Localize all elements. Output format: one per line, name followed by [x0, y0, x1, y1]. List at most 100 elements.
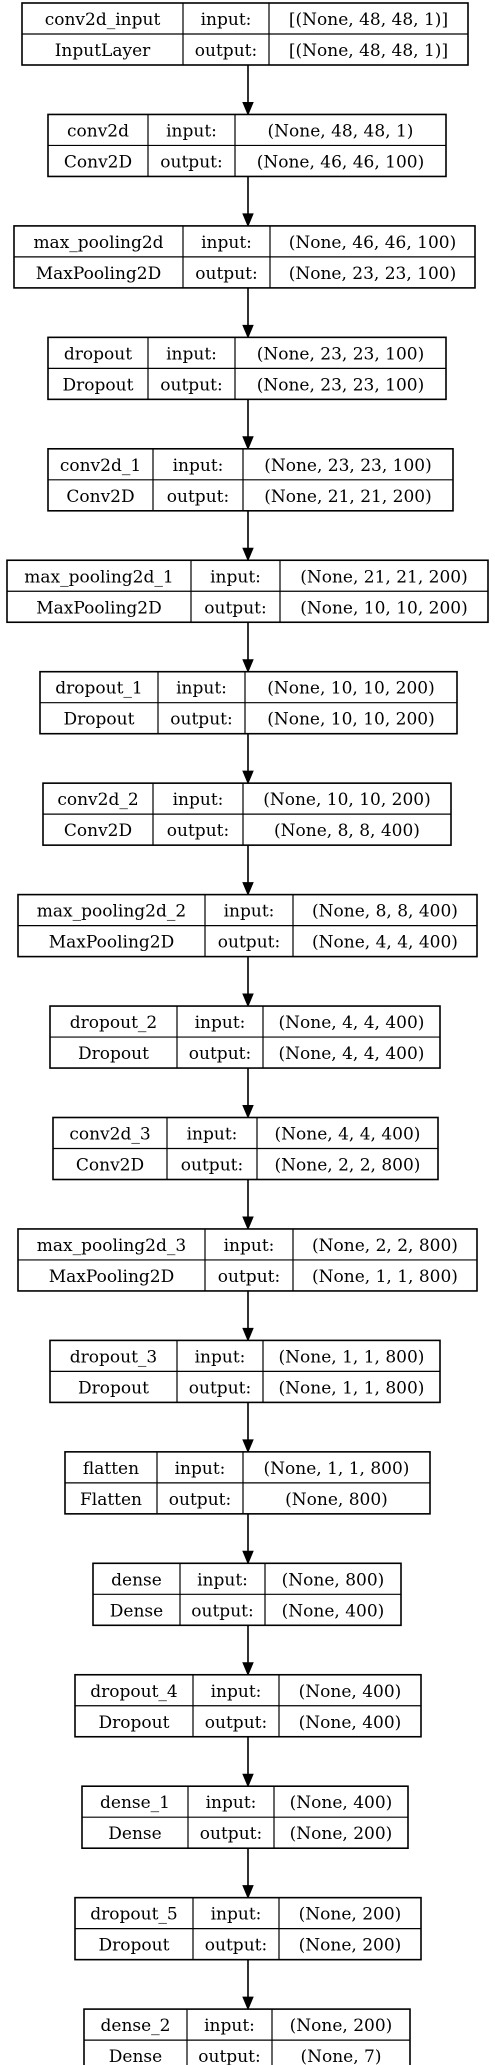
output-label: output:: [169, 1490, 231, 1510]
layer-type: Dropout: [63, 375, 134, 395]
layer-name: dropout_4: [90, 1682, 177, 1702]
input-label: input:: [201, 10, 252, 30]
input-shape: (None, 1, 1, 800): [264, 1459, 410, 1479]
edge-arrow: [242, 287, 254, 339]
layer-type: Dense: [109, 2047, 162, 2065]
output-shape: (None, 23, 23, 100): [257, 375, 425, 395]
layer-type: Dropout: [78, 1378, 149, 1398]
layer-name: dropout: [64, 344, 132, 364]
layer-type: InputLayer: [55, 41, 151, 61]
input-label: input:: [175, 1459, 226, 1479]
output-label: output:: [181, 1156, 243, 1176]
layer-type: MaxPooling2D: [49, 933, 175, 953]
output-shape: (None, 1, 1, 800): [312, 1267, 458, 1287]
layer-name: conv2d_3: [69, 1125, 150, 1145]
input-label: input:: [224, 902, 275, 922]
output-shape: (None, 2, 2, 800): [275, 1156, 421, 1176]
input-shape: (None, 4, 4, 400): [279, 1013, 425, 1033]
layer-type: MaxPooling2D: [36, 598, 162, 618]
output-shape: (None, 8, 8, 400): [274, 821, 420, 841]
layer-type: Dropout: [99, 1713, 170, 1733]
input-shape: (None, 2, 2, 800): [312, 1236, 458, 1256]
input-label: input:: [206, 1793, 257, 1813]
input-label: input:: [176, 679, 227, 699]
layer-type: MaxPooling2D: [36, 264, 162, 284]
output-label: output:: [167, 487, 229, 507]
output-shape: (None, 800): [285, 1490, 388, 1510]
layer-nodes: conv2d_inputInputLayerinput:output:[(Non…: [6, 2, 489, 2065]
output-label: output:: [189, 1378, 251, 1398]
output-shape: (None, 10, 10, 200): [267, 710, 435, 730]
layer-type: MaxPooling2D: [49, 1267, 175, 1287]
input-shape: (None, 400): [299, 1682, 402, 1702]
output-shape: (None, 21, 21, 200): [264, 487, 432, 507]
input-shape: (None, 800): [282, 1570, 385, 1590]
input-label: input:: [166, 344, 217, 364]
edge-arrow: [242, 733, 254, 785]
input-shape: (None, 400): [290, 1793, 393, 1813]
edge-arrow: [242, 1513, 254, 1565]
layer-node-conv2d_input: conv2d_inputInputLayerinput:output:[(Non…: [21, 2, 469, 66]
layer-name: dropout_3: [70, 1347, 157, 1367]
output-shape: (None, 10, 10, 200): [300, 598, 468, 618]
output-label: output:: [195, 264, 257, 284]
edge-arrow: [242, 176, 254, 228]
output-shape: (None, 200): [299, 1936, 402, 1956]
edges: [242, 65, 254, 2011]
layer-name: conv2d: [67, 121, 129, 141]
output-shape: (None, 400): [299, 1713, 402, 1733]
input-shape: (None, 46, 46, 100): [289, 233, 457, 253]
output-label: output:: [167, 821, 229, 841]
input-label: input:: [224, 1236, 275, 1256]
layer-name: conv2d_input: [45, 10, 161, 30]
layer-name: max_pooling2d_3: [37, 1236, 186, 1256]
layer-name: dense_2: [101, 2016, 171, 2036]
edge-arrow: [242, 399, 254, 451]
input-shape: (None, 10, 10, 200): [263, 790, 431, 810]
output-label: output:: [160, 152, 222, 172]
input-label: input:: [197, 1570, 248, 1590]
layer-name: conv2d_1: [60, 456, 141, 476]
input-label: input:: [166, 121, 217, 141]
layer-name: max_pooling2d: [33, 233, 163, 253]
layer-name: dropout_1: [55, 679, 142, 699]
edge-arrow: [242, 1402, 254, 1454]
output-shape: (None, 46, 46, 100): [257, 152, 425, 172]
output-shape: (None, 400): [282, 1601, 385, 1621]
layer-name: dense_1: [100, 1793, 170, 1813]
layer-type: Flatten: [80, 1490, 142, 1510]
input-label: input:: [201, 233, 252, 253]
layer-name: flatten: [83, 1459, 139, 1479]
layer-name: conv2d_2: [57, 790, 138, 810]
layer-node-max_pooling2d_3: max_pooling2d_3MaxPooling2Dinput:output:…: [17, 1228, 478, 1292]
layer-type: Dropout: [64, 710, 135, 730]
layer-type: Dense: [108, 1824, 161, 1844]
input-label: input:: [210, 567, 261, 587]
input-label: input:: [195, 1347, 246, 1367]
output-label: output:: [170, 710, 232, 730]
layer-type: Conv2D: [64, 152, 132, 172]
input-shape: (None, 1, 1, 800): [279, 1347, 425, 1367]
edge-arrow: [242, 1625, 254, 1677]
edge-arrow: [242, 1736, 254, 1788]
input-label: input:: [211, 1682, 262, 1702]
edge-arrow: [242, 1290, 254, 1342]
output-label: output:: [160, 375, 222, 395]
layer-type: Dense: [110, 1601, 163, 1621]
output-label: output:: [218, 933, 280, 953]
layer-type: Dropout: [78, 1044, 149, 1064]
edge-arrow: [242, 1959, 254, 2011]
layer-type: Conv2D: [76, 1156, 144, 1176]
input-shape: (None, 21, 21, 200): [300, 567, 468, 587]
input-label: input:: [195, 1013, 246, 1033]
input-label: input:: [173, 456, 224, 476]
